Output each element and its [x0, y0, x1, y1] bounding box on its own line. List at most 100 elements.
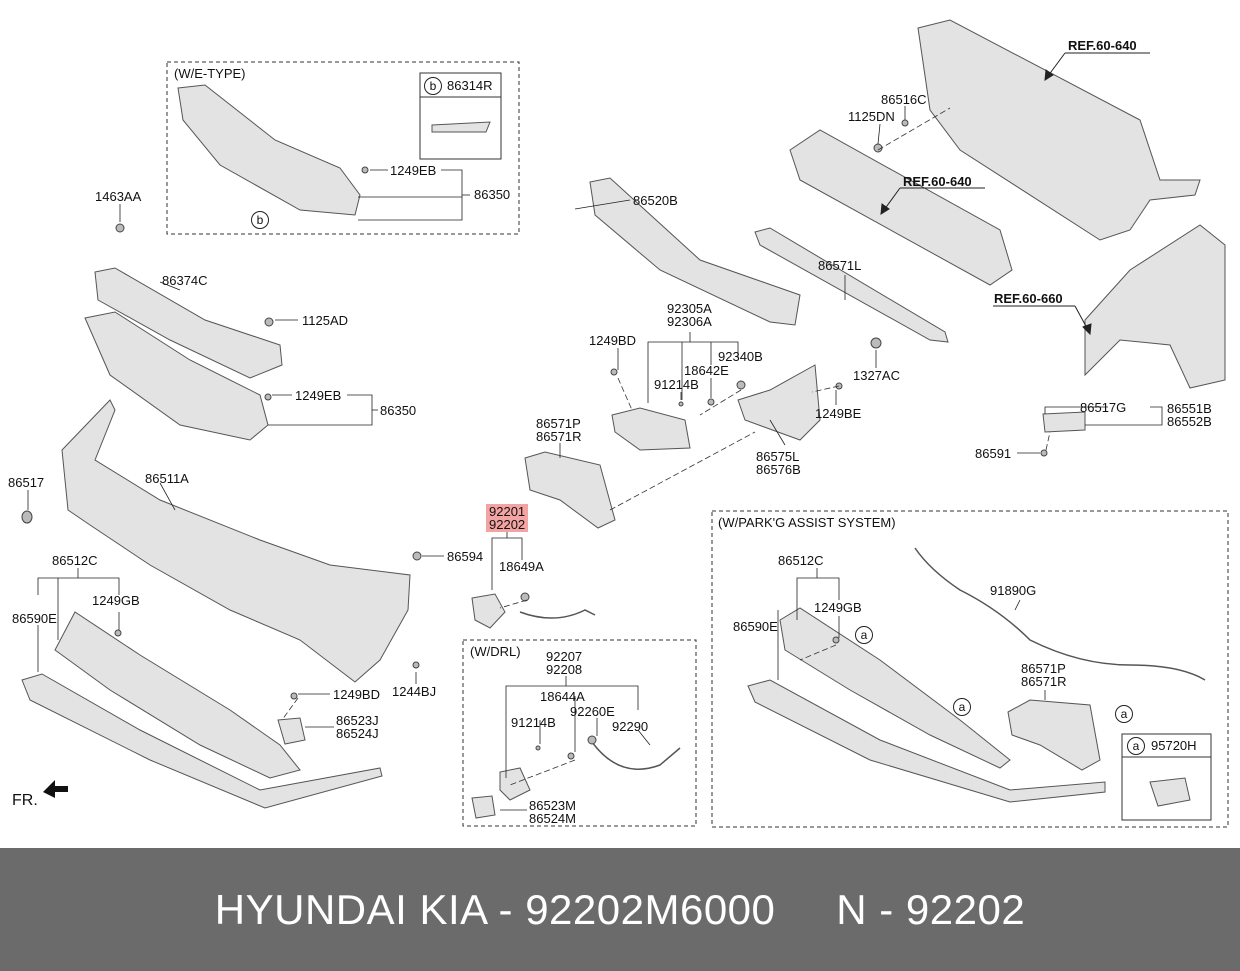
label-92207-92208: 92207 92208 — [546, 650, 582, 676]
label-18649A: 18649A — [499, 559, 544, 574]
label-86517: 86517 — [8, 475, 45, 490]
drl-fog-bracket — [471, 795, 496, 819]
screw-86591 — [1040, 449, 1048, 457]
we-type-title: (W/E-TYPE) — [174, 66, 246, 81]
socket-92260e — [587, 735, 597, 745]
park-assist-title: (W/PARK'G ASSIST SYSTEM) — [718, 515, 896, 530]
we-type-box — [166, 61, 520, 235]
emblem-inset-box — [419, 72, 502, 160]
ref-fender: REF.60-660 — [994, 291, 1063, 306]
label-1125DN: 1125DN — [848, 109, 895, 124]
label-86575L: 86575L — [756, 449, 800, 464]
label-86552B: 86552B — [1167, 414, 1212, 429]
label-86520B: 86520B — [633, 193, 678, 208]
footer-part-number: HYUNDAI KIA - 92202M6000 N - 92202 — [214, 885, 1026, 933]
clip-86594 — [412, 551, 422, 561]
label-86516C: 86516C — [881, 92, 927, 107]
callout-a-lamp: a — [1115, 705, 1133, 723]
label-86575L-86576B: 86575L 86576B — [756, 450, 801, 476]
bolt-1125ad — [264, 317, 274, 327]
energy-absorber — [589, 177, 801, 326]
emblem-gt — [431, 121, 491, 133]
side-lamp — [611, 407, 691, 451]
lower-strip — [754, 227, 949, 343]
label-92202: 92202 — [489, 517, 526, 532]
label-86350-top: 86350 — [474, 187, 511, 202]
fender — [1084, 224, 1226, 389]
sensor-inset-box — [1121, 733, 1212, 821]
label-86571P-86571R-r: 86571P 86571R — [1021, 662, 1067, 688]
fog-lamp — [471, 593, 506, 629]
label-86594: 86594 — [447, 549, 484, 564]
grille-bracket — [94, 267, 283, 379]
label-86314R: 86314R — [447, 78, 493, 93]
park-lower-grille — [779, 607, 1011, 769]
park-assist-box — [711, 510, 1229, 828]
park-lower-lip — [747, 679, 1106, 803]
label-1249GB-r: 1249GB — [814, 600, 862, 615]
label-86591: 86591 — [975, 446, 1012, 461]
label-86590E: 86590E — [12, 611, 57, 626]
callout-b-grille: b — [251, 211, 269, 229]
label-1249GB: 1249GB — [92, 593, 140, 608]
label-1249BE: 1249BE — [815, 406, 862, 421]
parts-diagram: (W/E-TYPE) (W/DRL) (W/PARK'G ASSIST SYST… — [8, 19, 1229, 828]
callout-a-screw: a — [855, 626, 873, 644]
label-92201-92202-highlight: 92201 92202 — [486, 504, 529, 532]
side-cover — [737, 364, 821, 441]
label-91890G: 91890G — [990, 583, 1037, 598]
grille-e-type — [177, 84, 361, 216]
callout-b-inset: b — [424, 77, 442, 95]
screw-91214b-drl — [535, 745, 541, 751]
drl-lamp — [524, 451, 616, 529]
front-arrow-icon — [43, 780, 68, 798]
label-86551B: 86551B — [1167, 401, 1212, 416]
label-92201: 92201 — [489, 504, 526, 519]
screw-91214b — [678, 401, 684, 407]
label-92260E: 92260E — [570, 704, 615, 719]
label-86517G: 86517G — [1080, 400, 1127, 415]
bulb-18642e — [707, 398, 715, 406]
label-92340B: 92340B — [718, 349, 763, 364]
clip-86516c — [901, 119, 909, 127]
drl-box — [462, 639, 697, 827]
label-92290: 92290 — [612, 719, 649, 734]
screw-1249gb — [114, 629, 122, 637]
label-86571L: 86571L — [818, 258, 862, 273]
label-86551B-86552B: 86551B 86552B — [1167, 402, 1212, 428]
cap-86517 — [21, 510, 33, 524]
label-86571P-r: 86571P — [1021, 661, 1066, 676]
front-bumper-cover — [61, 399, 411, 683]
label-86511A: 86511A — [145, 471, 189, 486]
label-86571R: 86571R — [536, 429, 582, 444]
parking-sensor — [1149, 777, 1191, 807]
fog-wiring — [519, 609, 596, 619]
label-1249BD-mid: 1249BD — [589, 333, 636, 348]
label-92207: 92207 — [546, 649, 583, 664]
ref-bumper-beam: REF.60-640 — [903, 174, 972, 189]
label-91214B: 91214B — [654, 377, 699, 392]
bulb-18644a — [567, 752, 575, 760]
label-92208: 92208 — [546, 662, 583, 677]
label-86523M: 86523M — [529, 798, 576, 813]
radiator-support — [917, 19, 1201, 241]
label-86524M: 86524M — [529, 811, 576, 826]
clip-1463aa — [115, 223, 125, 233]
drl-title: (W/DRL) — [470, 644, 521, 659]
label-92305A: 92305A — [667, 301, 712, 316]
lower-grille — [54, 611, 301, 779]
screw-1249eb-top — [361, 166, 369, 174]
bulb-18649a — [520, 592, 530, 602]
callout-a-inset: a — [1127, 737, 1145, 755]
screw-1249gb-r — [832, 636, 840, 644]
label-18642E: 18642E — [684, 363, 729, 378]
drl-wiring — [591, 741, 681, 770]
label-86523M-86524M: 86523M 86524M — [529, 799, 576, 825]
label-1125AD: 1125AD — [302, 313, 349, 328]
label-86590E-r: 86590E — [733, 619, 778, 634]
footer-banner: HYUNDAI KIA - 92202M6000 N - 92202 — [0, 848, 1240, 971]
label-86374C: 86374C — [162, 273, 208, 288]
front-direction-label: FR. — [12, 792, 38, 809]
socket-92340b — [736, 380, 746, 390]
label-1463AA: 1463AA — [95, 189, 142, 204]
